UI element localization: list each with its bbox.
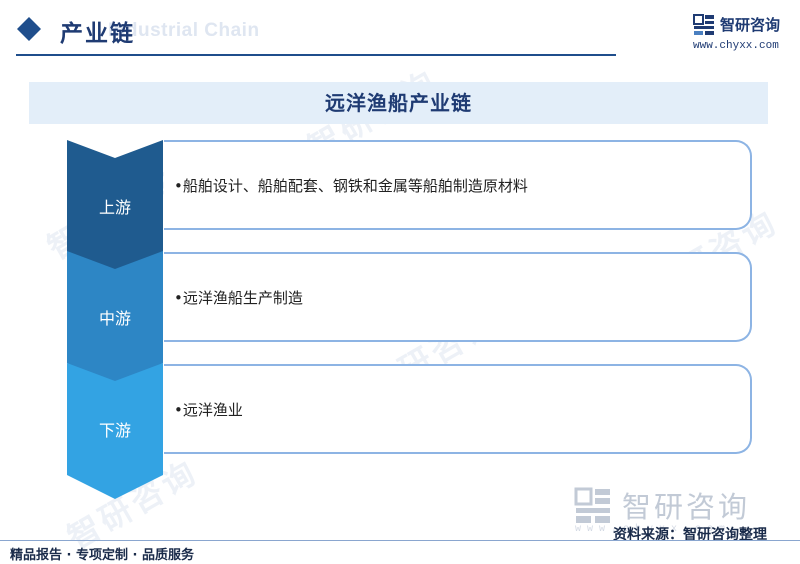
- diagram-title: 远洋渔船产业链: [325, 91, 472, 115]
- chevron-shape: [67, 140, 163, 276]
- stage-box-downstream: •远洋渔业: [164, 364, 752, 454]
- stage-box-midstream: •远洋渔船生产制造: [164, 252, 752, 342]
- stage-text-midstream: •远洋渔船生产制造: [174, 289, 303, 307]
- stage-label-upstream: 上游: [98, 198, 131, 217]
- source-note: 资料来源：智研咨询整理: [613, 527, 767, 543]
- stage-text-downstream: •远洋渔业: [174, 401, 243, 419]
- stage-text-upstream: •船舶设计、船舶配套、钢铁和金属等船舶制造原材料: [174, 177, 528, 195]
- watermark-logo-text: 智研咨询: [622, 490, 751, 524]
- header-title: 产业链: [60, 21, 135, 47]
- chevron-fill: [67, 363, 163, 499]
- chevron-downstream: 下游: [67, 363, 163, 523]
- header-ghost-text: Industrial Chain: [108, 20, 260, 41]
- diamond-icon: [17, 17, 41, 41]
- footer-tagline: 精品报告 · 专项定制 · 品质服务: [10, 548, 194, 563]
- diagram-title-band: 远洋渔船产业链: [29, 82, 768, 124]
- chevron-shape: [67, 251, 163, 387]
- stage-label-midstream: 中游: [98, 309, 131, 328]
- stage-label-downstream: 下游: [98, 421, 131, 440]
- chevron-fill: [67, 140, 163, 276]
- watermark-url: www.chyxx.com: [575, 524, 732, 535]
- footer-divider: [0, 540, 800, 541]
- watermark-logo-icon: [574, 487, 610, 523]
- brand-logo-icon: [693, 14, 714, 35]
- chevron-shape: [67, 363, 163, 499]
- brand-name: 智研咨询: [720, 16, 781, 34]
- chevron-midstream: 中游: [67, 251, 163, 411]
- chevron-fill: [67, 251, 163, 387]
- stage-box-upstream: •船舶设计、船舶配套、钢铁和金属等船舶制造原材料: [164, 140, 752, 230]
- brand-url: www.chyxx.com: [693, 40, 779, 52]
- header-divider: [16, 54, 616, 56]
- chevron-upstream: 上游: [67, 140, 163, 300]
